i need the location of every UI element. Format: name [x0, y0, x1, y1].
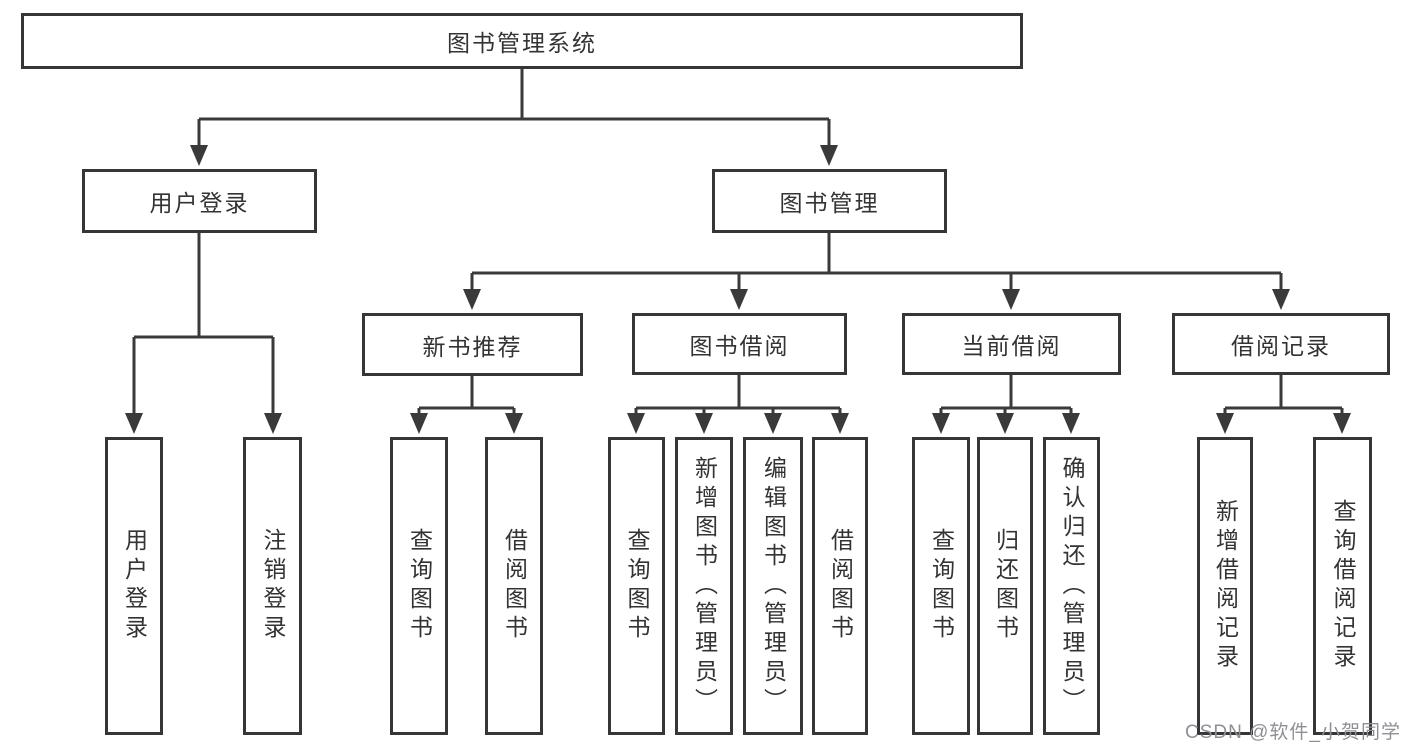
node-user-login: 用户登录: [82, 169, 317, 233]
leaf-logout: 注销登录: [243, 437, 302, 735]
node-current-borrowing: 当前借阅: [902, 313, 1121, 375]
leaf-query-books-recommend: 查询图书: [390, 437, 448, 735]
leaf-add-borrow-record: 新增借阅记录: [1197, 437, 1253, 735]
leaf-edit-book-admin: 编辑图书（管理员）: [743, 437, 803, 735]
node-new-book-recommendation: 新书推荐: [362, 313, 583, 376]
leaf-query-borrow-record: 查询借阅记录: [1313, 437, 1372, 735]
leaf-return-book: 归还图书: [977, 437, 1033, 735]
leaf-add-book-admin: 新增图书（管理员）: [675, 437, 733, 735]
node-library-management-system: 图书管理系统: [21, 13, 1023, 69]
node-book-management: 图书管理: [712, 169, 947, 233]
leaf-confirm-return-admin: 确认归还（管理员）: [1043, 437, 1100, 735]
node-borrowing-records: 借阅记录: [1172, 313, 1390, 375]
csdn-watermark: CSDN @软件_小贺同学: [1185, 722, 1401, 743]
leaf-borrow-books-borrowing: 借阅图书: [812, 437, 868, 735]
leaf-query-books-current: 查询图书: [912, 437, 970, 735]
leaf-query-books-borrowing: 查询图书: [608, 437, 665, 735]
leaf-borrow-books-recommend: 借阅图书: [485, 437, 543, 735]
node-book-borrowing: 图书借阅: [632, 313, 847, 375]
leaf-user-login: 用户登录: [105, 437, 163, 735]
